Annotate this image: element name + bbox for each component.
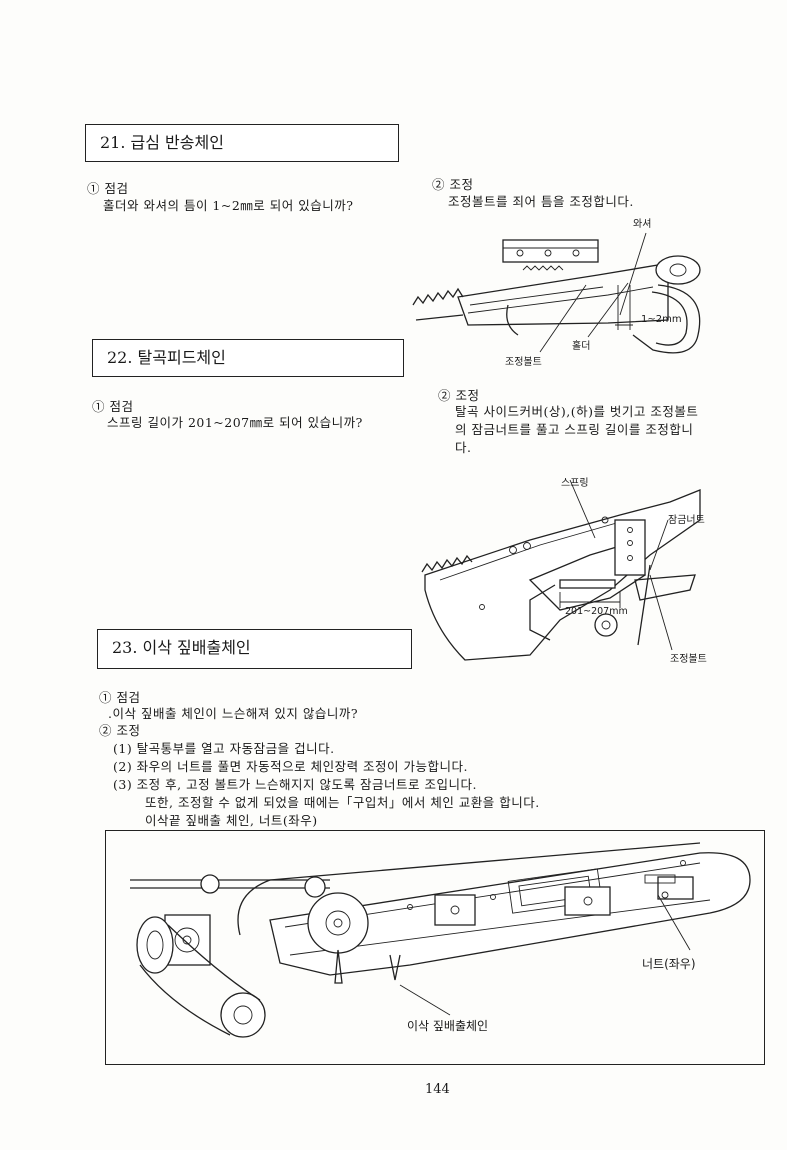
s23-step-3: (3) 조정 후, 고정 볼트가 느슨해지지 않도록 잠금너트로 조입니다. xyxy=(113,777,477,792)
label-straw-discharge-chain: 이삭 짚배출체인 xyxy=(407,1019,489,1033)
s21-adjust-head: ② 조정 xyxy=(432,177,474,192)
s22-adjust-line-1: 탈곡 사이드커버(상),(하)를 벗기고 조정볼트 xyxy=(455,404,699,419)
figure-straw-discharge-chain xyxy=(130,842,751,1038)
s23-check-text: .이삭 짚배출 체인이 느슨해져 있지 않습니까? xyxy=(108,706,359,721)
s23-note-1: 또한, 조정할 수 없게 되었을 때에는「구입처」에서 체인 교환을 합니다. xyxy=(145,795,540,810)
s22-adjust-head: ② 조정 xyxy=(438,388,480,403)
label-adjust-bolt-21: 조정볼트 xyxy=(505,357,542,368)
s21-adjust-text: 조정볼트를 죄어 틈을 조정합니다. xyxy=(448,194,634,209)
label-gap: 1~2mm xyxy=(641,314,682,325)
s21-check-text: 홀더와 와셔의 틈이 1~2㎜로 되어 있습니까? xyxy=(103,198,354,213)
figure-thresher-feed-chain xyxy=(421,479,701,661)
s21-check-head: ① 점검 xyxy=(87,181,129,196)
label-holder: 홀더 xyxy=(572,341,591,352)
label-spring-length: 201~207mm xyxy=(565,606,628,617)
s23-note-2: 이삭끝 짚배출 체인, 너트(좌우) xyxy=(145,813,318,828)
label-washer: 와셔 xyxy=(633,219,652,230)
s23-check-head: ① 점검 xyxy=(99,690,141,705)
s23-step-1: (1) 탈곡통부를 열고 자동잠금을 겁니다. xyxy=(113,741,335,756)
section-21-title: 21. 급심 반송체인 xyxy=(85,124,399,162)
figure-feed-chain-holder xyxy=(412,232,701,354)
s22-adjust-line-3: 다. xyxy=(455,440,472,455)
label-spring: 스프링 xyxy=(561,478,589,489)
figure-23-frame xyxy=(105,830,765,1065)
section-23-title: 23. 이삭 짚배출체인 xyxy=(97,629,412,669)
s22-check-head: ① 점검 xyxy=(92,399,134,414)
label-adjust-bolt-22: 조정볼트 xyxy=(670,654,707,665)
label-nut-left-right: 너트(좌우) xyxy=(642,957,696,971)
s23-adjust-head: ② 조정 xyxy=(99,723,141,738)
section-22-title: 22. 탈곡피드체인 xyxy=(92,339,404,377)
s22-adjust-line-2: 의 잠금너트를 풀고 스프링 길이를 조정합니 xyxy=(455,422,694,437)
s23-step-2: (2) 좌우의 너트를 풀면 자동적으로 체인장력 조정이 가능합니다. xyxy=(113,759,468,774)
label-locknut: 잠금너트 xyxy=(668,515,705,526)
page-number: 144 xyxy=(425,1082,450,1097)
s22-check-text: 스프링 길이가 201~207㎜로 되어 있습니까? xyxy=(107,415,363,430)
